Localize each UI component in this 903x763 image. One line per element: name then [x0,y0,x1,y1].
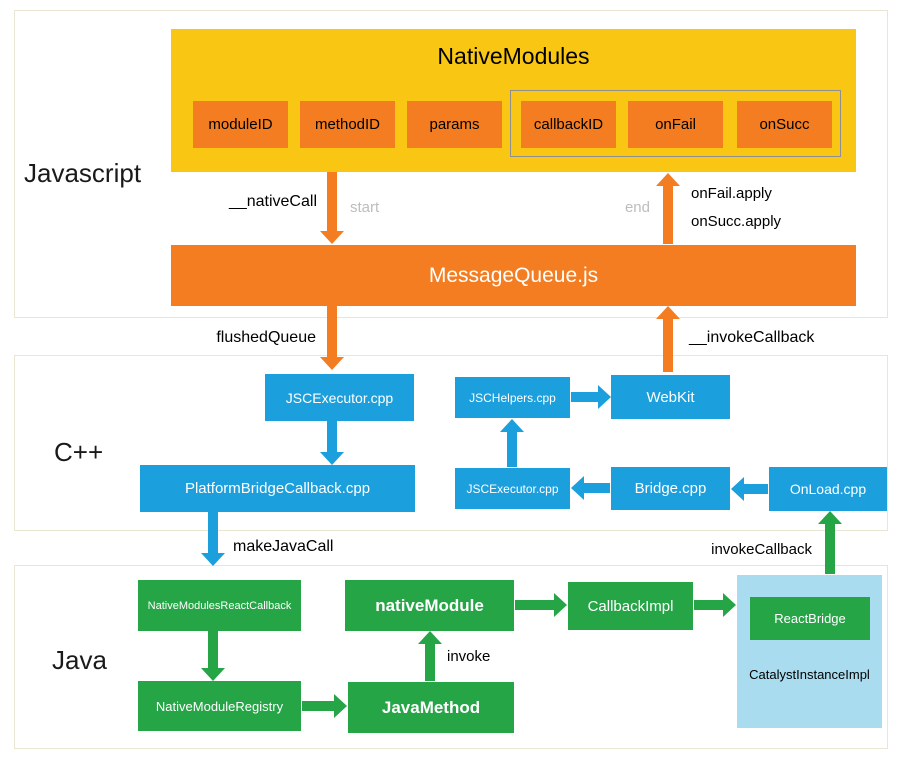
field-params: params [407,101,502,148]
bridge-box: Bridge.cpp [611,467,730,510]
field-methodid: methodID [300,101,395,148]
react-bridge-box: ReactBridge [750,597,870,640]
field-onfail: onFail [628,101,723,148]
arrow-stem [571,392,599,402]
native-modules-box: NativeModules moduleID methodID params c… [171,29,856,172]
helpers-to-webkit-arrow [571,385,611,409]
callback-group-border [510,90,841,157]
arrow-head [201,553,225,566]
invoke-label: invoke [447,648,491,665]
invoke-callback-js-label: __invokeCallback [689,329,815,346]
native-module-box: nativeModule [345,580,514,631]
field-moduleid: moduleID [193,101,288,148]
make-java-call-label: makeJavaCall [233,538,334,555]
jsc-executor-bottom-box: JSCExecutor.cpp [455,468,570,509]
callback-apply-arrow [656,173,680,244]
native-call-arrow [320,172,344,244]
jsc-to-platform-arrow [320,421,344,465]
registry-to-javamethod-arrow [302,694,347,718]
invoke-callback-java-label: invokeCallback [711,541,812,558]
onload-to-bridge-arrow [731,477,768,501]
arrow-head [320,452,344,465]
react-callback-to-registry-arrow [201,631,225,681]
arrow-head [571,476,584,500]
arrow-stem [425,643,435,681]
arrow-stem [663,185,673,244]
arrow-stem [507,431,517,467]
arrow-stem [743,484,768,494]
onsucc-apply-label: onSucc.apply [691,213,782,230]
java-section-label: Java [52,645,107,675]
invoke-callback-java-arrow [818,511,842,574]
field-onsucc: onSucc [737,101,832,148]
jsc-executor-top-box: JSCExecutor.cpp [265,374,414,421]
arrow-head [334,694,347,718]
flushed-queue-arrow [320,306,344,370]
executor-to-helpers-arrow [500,419,524,467]
flushed-queue-label: flushedQueue [216,329,316,346]
arrow-head [320,231,344,244]
arrow-head [554,593,567,617]
arrow-head [656,173,680,186]
native-call-label: __nativeCall [228,193,317,210]
bridge-to-executor-arrow [571,476,610,500]
arrow-head [818,511,842,524]
start-label: start [350,199,380,216]
arrow-stem [515,600,555,610]
field-callbackid: callbackID [521,101,616,148]
native-module-registry-box: NativeModuleRegistry [138,681,301,731]
arrow-head [598,385,611,409]
onload-box: OnLoad.cpp [769,467,887,511]
catalyst-instance-impl-box: ReactBridge CatalystInstanceImpl [737,575,882,728]
make-java-call-arrow [201,512,225,566]
javascript-section-label: Javascript [24,158,142,188]
nativemodule-to-callbackimpl-arrow [515,593,567,617]
invoke-arrow [418,631,442,681]
arrow-head [723,593,736,617]
arrow-head [320,357,344,370]
webkit-box: WebKit [611,375,730,419]
platform-bridge-callback-box: PlatformBridgeCallback.cpp [140,465,415,512]
catalyst-instance-impl-label: CatalystInstanceImpl [749,667,870,682]
arrow-stem [327,421,337,453]
arrow-head [418,631,442,644]
message-queue-box: MessageQueue.js [171,245,856,306]
arrow-stem [583,483,610,493]
arrow-stem [208,512,218,554]
arrow-head [201,668,225,681]
arrow-head [500,419,524,432]
arrow-stem [825,523,835,574]
invoke-callback-js-arrow [656,306,680,372]
jsc-helpers-box: JSCHelpers.cpp [455,377,570,418]
native-modules-react-callback-box: NativeModulesReactCallback [138,580,301,631]
arrow-stem [663,318,673,372]
arrow-stem [327,172,337,232]
callback-impl-box: CallbackImpl [568,582,693,630]
end-label: end [624,199,650,216]
java-method-box: JavaMethod [348,682,514,733]
callbackimpl-to-catalyst-arrow [694,593,736,617]
native-modules-title: NativeModules [437,43,590,69]
arrow-head [731,477,744,501]
arrow-stem [694,600,724,610]
arrow-stem [327,306,337,358]
cpp-section-label: C++ [54,437,104,467]
arrow-head [656,306,680,319]
onfail-apply-label: onFail.apply [691,185,772,202]
arrow-stem [208,631,218,669]
arrow-stem [302,701,335,711]
